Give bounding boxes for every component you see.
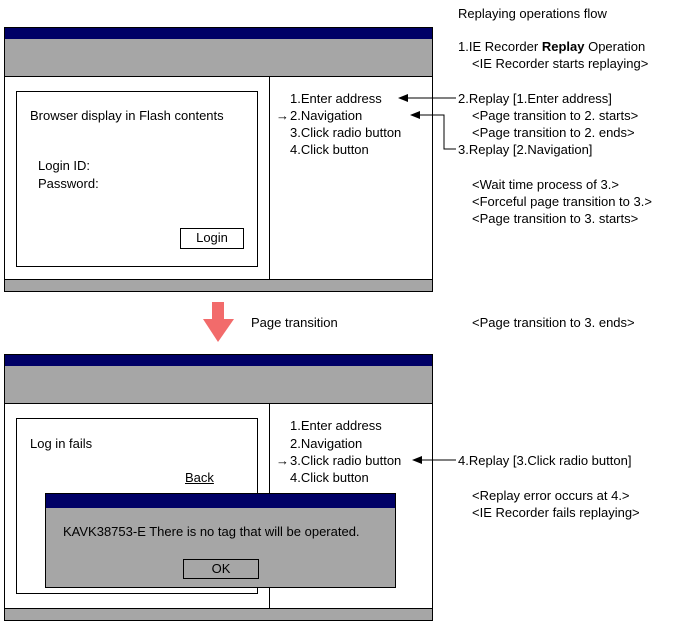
step1-prefix: 1.IE Recorder bbox=[458, 39, 542, 54]
login-fails-text: Log in fails bbox=[30, 436, 93, 451]
step2-note-2: <Page transition to 2. ends> bbox=[472, 125, 635, 140]
window-title-bar bbox=[5, 355, 432, 366]
connector-line bbox=[416, 114, 456, 150]
window-toolbar bbox=[5, 39, 432, 77]
step1-suffix: Operation bbox=[584, 39, 646, 54]
window-status-bar bbox=[5, 279, 432, 291]
step2-note-1: <Page transition to 2. starts> bbox=[472, 108, 639, 123]
op-list-item-3: 3.Click radio button bbox=[290, 125, 402, 140]
login-button[interactable]: Login bbox=[180, 228, 244, 249]
step2-label: 2.Replay [1.Enter address] bbox=[458, 91, 612, 106]
arrowhead bbox=[398, 94, 408, 102]
step1-bold: Replay bbox=[541, 39, 585, 54]
step4-note-1: <Replay error occurs at 4.> bbox=[472, 488, 630, 503]
error-dialog: KAVK38753-E There is no tag that will be… bbox=[45, 493, 396, 588]
current-op-marker: → bbox=[276, 453, 289, 468]
op-list-item-4: 4.Click button bbox=[290, 142, 369, 157]
op-list-item-1: 1.Enter address bbox=[290, 418, 382, 433]
step3-note-2: <Forceful page transition to 3.> bbox=[472, 194, 652, 209]
op-list-item-4: 4.Click button bbox=[290, 470, 369, 485]
ok-button[interactable]: OK bbox=[183, 559, 259, 579]
transition-label: Page transition bbox=[251, 315, 338, 330]
flow-title: Replaying operations flow bbox=[458, 6, 607, 21]
current-op-marker: → bbox=[276, 108, 289, 123]
back-link[interactable]: Back bbox=[185, 470, 214, 485]
op-list-item-2: 2.Navigation bbox=[290, 436, 363, 451]
arrowhead bbox=[410, 111, 420, 119]
content-title: Browser display in Flash contents bbox=[30, 108, 224, 123]
window-title-bar bbox=[5, 28, 432, 39]
step1-label: 1.IE Recorder Replay Operation bbox=[458, 39, 645, 54]
password-label: Password: bbox=[38, 176, 99, 191]
step3-note-3: <Page transition to 3. starts> bbox=[472, 211, 639, 226]
login-id-label: Login ID: bbox=[38, 158, 91, 173]
pane-divider bbox=[269, 77, 270, 279]
op-list-item-1: 1.Enter address bbox=[290, 91, 382, 106]
step4-note-2: <IE Recorder fails replaying> bbox=[472, 505, 640, 520]
arrowhead bbox=[412, 456, 422, 464]
transition-note: <Page transition to 3. ends> bbox=[472, 315, 635, 330]
error-message: KAVK38753-E There is no tag that will be… bbox=[63, 524, 360, 539]
step3-note-1: <Wait time process of 3.> bbox=[472, 177, 619, 192]
down-arrow-icon bbox=[203, 302, 234, 342]
op-list-item-2: 2.Navigation bbox=[290, 108, 363, 123]
op-list-item-3: 3.Click radio button bbox=[290, 453, 402, 468]
window-status-bar bbox=[5, 608, 432, 620]
dialog-title-bar bbox=[46, 494, 395, 508]
step4-label: 4.Replay [3.Click radio button] bbox=[458, 453, 632, 468]
window-toolbar bbox=[5, 366, 432, 404]
step3-label: 3.Replay [2.Navigation] bbox=[458, 142, 593, 157]
step1-note: <IE Recorder starts replaying> bbox=[472, 56, 649, 71]
